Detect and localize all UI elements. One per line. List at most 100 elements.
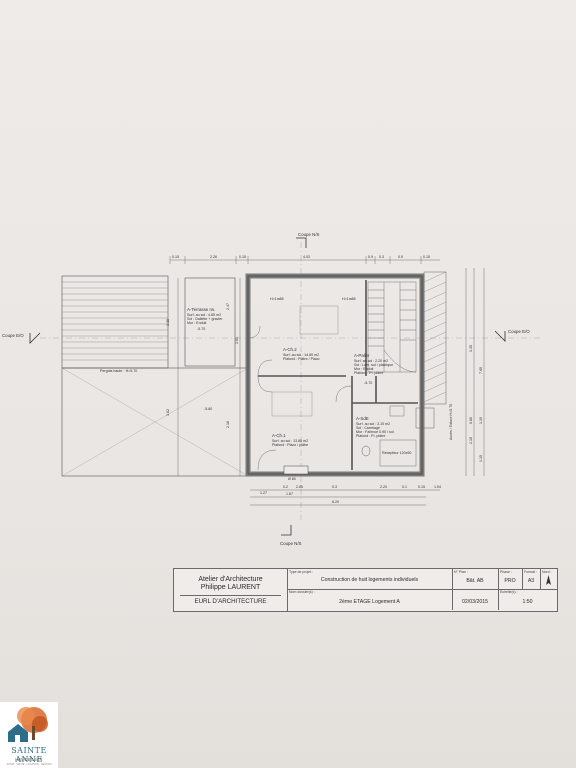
format-value: A3: [527, 578, 535, 584]
room-sdb: A-SdE Surf. au sol : 3.10 m2 Sol : Carre…: [356, 405, 417, 467]
svg-text:Mur : Faïence 0.90 / sol: Mur : Faïence 0.90 / sol: [356, 430, 394, 434]
pergola-area: Pergola haute · H=5.70 -5.80: [61, 367, 249, 477]
svg-text:2.26: 2.26: [210, 255, 217, 259]
level-label: -5.80: [204, 407, 212, 411]
deck-hatching: [62, 281, 168, 361]
section-label-left: Coupe E/O: [2, 333, 24, 338]
svg-text:1.10: 1.10: [479, 417, 483, 424]
svg-text:0.2: 0.2: [283, 485, 288, 489]
svg-text:2.18: 2.18: [226, 421, 230, 428]
scale-cell: Échelle(s) : 1:50: [498, 589, 557, 610]
room-terrasse: A-Terrasse ns. Surf. au sol : 4.85 m2 So…: [184, 277, 236, 367]
svg-text:-5.70: -5.70: [364, 381, 372, 385]
section-mark-left: Coupe E/O: [2, 332, 540, 344]
svg-text:0.15: 0.15: [418, 485, 425, 489]
roof-hatching: [415, 271, 447, 429]
firm-name-line2: Philippe LAURENT: [200, 584, 261, 591]
dimension-labels-bottom: 1.27 0.2 2.85 0.3 2.20 0.1 0.15 1.04 1.6…: [260, 485, 441, 504]
door-marker: Ø 80: [283, 465, 309, 481]
svg-text:2.85: 2.85: [296, 485, 303, 489]
dimension-labels-top: 0.15 2.26 0.15 4.03 0.9 0.3 0.9 0.15: [172, 255, 430, 259]
svg-text:Récepteur 120x90: Récepteur 120x90: [382, 451, 411, 455]
agency-logo: SAINTE ANNE IMMOBILIER ACHAT · VENTE · L…: [0, 702, 58, 768]
svg-text:1.15: 1.15: [479, 455, 483, 462]
section-mark-top: Coupe N/S: [296, 232, 320, 520]
svg-text:A-Terrasse ns.: A-Terrasse ns.: [187, 307, 215, 312]
svg-text:A-Ch.1: A-Ch.1: [272, 433, 286, 438]
section-label-bottom: Coupe N/S: [280, 541, 302, 546]
svg-text:Mur : Enduit: Mur : Enduit: [187, 321, 206, 325]
dimension-chain-bottom: [250, 489, 440, 506]
door-swings: [247, 325, 353, 471]
plan-name-cell: Nom dossier(s) : 2ème ETAGE Logement A: [287, 589, 453, 610]
plan-number: Bât. AB: [466, 578, 484, 584]
svg-text:2.47: 2.47: [226, 303, 230, 310]
svg-text:0.9: 0.9: [368, 255, 373, 259]
plan-no-cell: N° Plan : Bât. AB: [452, 569, 499, 590]
svg-text:A-Ch.2: A-Ch.2: [283, 347, 297, 352]
phase-cell: Phase : PRO: [498, 569, 523, 590]
building-walls: [245, 273, 425, 477]
north-arrow-icon: [546, 575, 551, 585]
terrace-deck: [61, 275, 169, 369]
svg-text:Sol : Lam. sol / plastique: Sol : Lam. sol / plastique: [354, 363, 393, 367]
svg-text:Surf. au sol : 13.80 m2: Surf. au sol : 13.80 m2: [272, 439, 308, 443]
svg-text:7.65: 7.65: [479, 367, 483, 374]
svg-text:Sol : Carrelage: Sol : Carrelage: [356, 426, 380, 430]
project-name: Construction de huit logements individue…: [320, 577, 419, 583]
svg-text:0.1: 0.1: [402, 485, 407, 489]
format-cell: Format : A3: [522, 569, 541, 590]
section-label-top: Coupe N/S: [298, 232, 320, 237]
agency-sub: IMMOBILIER: [15, 757, 43, 762]
svg-text:6.20: 6.20: [332, 500, 339, 504]
plan-name: 2ème ETAGE Logement A: [339, 599, 400, 605]
agency-brand: SAINTE ANNE: [11, 746, 47, 764]
staircase: [367, 281, 417, 373]
agency-tagline: ACHAT · VENTE · LOCATION · GESTION: [6, 763, 52, 766]
project-cell: Type de projet : Construction de huit lo…: [287, 569, 453, 590]
svg-text:Plafond : Pl. plâtre: Plafond : Pl. plâtre: [354, 371, 383, 375]
room-palier: A-Palier Surf. au sol : 2.20 m2 Sol : La…: [354, 353, 393, 385]
svg-text:Surf. au sol : 4.85 m2: Surf. au sol : 4.85 m2: [187, 313, 221, 317]
svg-text:-5.70: -5.70: [197, 327, 205, 331]
phase-value: PRO: [504, 578, 516, 584]
svg-text:A-Palier: A-Palier: [354, 353, 370, 358]
svg-text:1.04: 1.04: [434, 485, 441, 489]
svg-text:4.03: 4.03: [303, 255, 310, 259]
svg-text:0.3: 0.3: [332, 485, 337, 489]
svg-text:H=1m85: H=1m85: [270, 297, 284, 301]
tree-house-icon: [8, 707, 48, 742]
svg-text:3.38: 3.38: [166, 319, 170, 326]
svg-text:Mur : Enduit: Mur : Enduit: [354, 367, 373, 371]
firm-name-line1: Atelier d'Architecture: [198, 576, 263, 583]
svg-text:0.15: 0.15: [239, 255, 246, 259]
svg-text:Plafond : Pl. plâtre: Plafond : Pl. plâtre: [356, 434, 385, 438]
section-mark-bottom: Coupe N/S: [280, 525, 302, 546]
room-ch1: A-Ch.1 Surf. au sol : 13.80 m2 Plafond :…: [271, 391, 313, 447]
title-block: Atelier d'Architecture Philippe LAURENT …: [173, 568, 558, 612]
svg-text:Surf. au sol : 3.10 m2: Surf. au sol : 3.10 m2: [356, 422, 390, 426]
svg-text:0.9: 0.9: [398, 255, 403, 259]
plan-date: 02/03/2015: [462, 599, 488, 605]
svg-text:A-SdE: A-SdE: [356, 416, 369, 421]
svg-text:Ø 80: Ø 80: [288, 477, 296, 481]
room-ch2: H=1m85 H=1m85 A-Ch.2 Surf. au sol : 14.8…: [270, 297, 356, 361]
svg-text:3.82: 3.82: [166, 409, 170, 416]
access-label: Accès / Toiture H=5.70: [449, 404, 453, 440]
svg-text:1.27: 1.27: [260, 491, 267, 495]
scale-value: 1:50: [522, 599, 533, 605]
svg-text:Surf. au sol : 14.80 m2: Surf. au sol : 14.80 m2: [283, 353, 319, 357]
svg-text:0.15: 0.15: [423, 255, 430, 259]
svg-text:Plafond : Plâtre / Placo: Plafond : Plâtre / Placo: [283, 357, 320, 361]
svg-text:1.01: 1.01: [235, 337, 239, 344]
section-mark-right: Coupe E/O: [494, 329, 530, 342]
svg-text:Sol : Dallette + gravier: Sol : Dallette + gravier: [187, 317, 223, 321]
svg-text:2.20: 2.20: [380, 485, 387, 489]
svg-text:Surf. au sol : 2.20 m2: Surf. au sol : 2.20 m2: [354, 359, 388, 363]
svg-text:0.15: 0.15: [172, 255, 179, 259]
svg-text:0.80: 0.80: [469, 417, 473, 424]
north-cell: Nord :: [540, 569, 557, 590]
svg-text:H=1m85: H=1m85: [342, 297, 356, 301]
